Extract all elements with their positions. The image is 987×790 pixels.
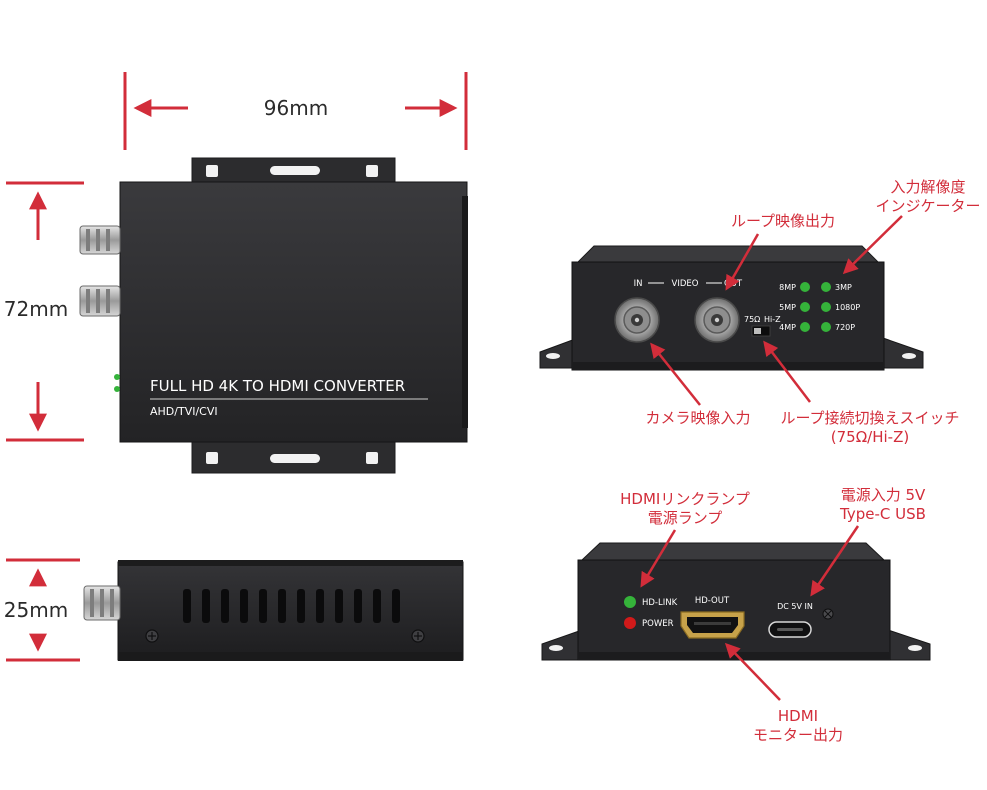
video-in-label: IN — [634, 279, 643, 289]
callout-hdmi-led: HDMIリンクランプ 電源ランプ — [620, 490, 750, 588]
led-4mp-icon — [800, 322, 810, 332]
callout-resolution-indicator: 入力解像度 インジケーター — [842, 178, 981, 275]
callout-hdmi-out-line2: モニター出力 — [753, 726, 843, 744]
bnc-out-port[interactable] — [694, 297, 740, 343]
callout-hdmi-out-line1: HDMI — [778, 707, 818, 725]
device-top-view: FULL HD 4K TO HDMI CONVERTER AHD/TVI/CVI — [79, 157, 468, 474]
ear-hole — [366, 165, 378, 177]
height-dimension: 25mm — [4, 558, 80, 662]
device-front-panel: IN VIDEO OUT 75Ω Hi-Z — [539, 245, 924, 371]
resolution-led-grid: 8MP 3MP 5MP 1080P 4MP 720P — [779, 282, 860, 332]
dc-in-label: DC 5V IN — [777, 602, 813, 611]
power-label: POWER — [642, 619, 674, 629]
power-led-icon — [624, 617, 636, 629]
bnc-connector — [79, 225, 121, 255]
callout-resolution-line1: 入力解像度 — [890, 178, 965, 196]
led-label-8mp: 8MP — [779, 283, 796, 292]
hd-link-label: HD-LINK — [642, 598, 678, 608]
callout-loop-switch-line2: (75Ω/Hi-Z) — [831, 428, 909, 446]
bnc-in-port[interactable] — [614, 297, 660, 343]
callout-power-in-line1: 電源入力 5V — [841, 486, 926, 504]
callout-loop-out-label: ループ映像出力 — [731, 212, 835, 230]
led-indicator — [114, 386, 120, 392]
ear-hole — [206, 165, 218, 177]
callout-camera-in-label: カメラ映像入力 — [645, 409, 750, 427]
width-dimension: 96mm — [123, 72, 468, 150]
bnc-connector — [83, 585, 121, 621]
device-format-label: AHD/TVI/CVI — [150, 405, 218, 418]
led-1080p-icon — [821, 302, 831, 312]
led-720p-icon — [821, 322, 831, 332]
callout-hdmi-led-line2: 電源ランプ — [648, 509, 723, 527]
device-model-label: FULL HD 4K TO HDMI CONVERTER — [150, 377, 405, 395]
led-5mp-icon — [800, 302, 810, 312]
impedance-hiz-label: Hi-Z — [764, 315, 781, 324]
callout-power-in: 電源入力 5V Type-C USB — [810, 486, 926, 597]
led-row: 5MP 1080P — [779, 302, 860, 312]
callout-loop-switch: ループ接続切換えスイッチ (75Ω/Hi-Z) — [763, 340, 960, 446]
ear-slot — [270, 454, 320, 463]
led-3mp-icon — [821, 282, 831, 292]
led-label-720p: 720P — [835, 323, 855, 332]
hd-link-led-icon — [624, 596, 636, 608]
device-rear-panel: HD-LINK POWER HD-OUT DC 5V IN — [541, 542, 931, 661]
height-label: 25mm — [4, 598, 68, 622]
video-label: VIDEO — [672, 279, 699, 289]
led-8mp-icon — [800, 282, 810, 292]
callout-power-in-line2: Type-C USB — [839, 505, 926, 523]
impedance-switch[interactable] — [751, 325, 771, 337]
ear-hole — [206, 452, 218, 464]
callout-loop-switch-line1: ループ接続切換えスイッチ — [780, 409, 959, 427]
led-label-5mp: 5MP — [779, 303, 796, 312]
callout-loop-out: ループ映像出力 — [725, 212, 835, 291]
bnc-connector — [79, 285, 121, 317]
depth-label: 72mm — [4, 297, 68, 321]
device-side-view — [83, 560, 464, 661]
led-row: 8MP 3MP — [779, 282, 852, 292]
led-indicator — [114, 374, 120, 380]
led-label-3mp: 3MP — [835, 283, 852, 292]
callout-resolution-line2: インジケーター — [875, 197, 980, 215]
callout-hdmi-out: HDMI モニター出力 — [724, 642, 843, 744]
hd-out-label: HD-OUT — [695, 596, 730, 606]
ear-slot — [270, 166, 320, 175]
hdmi-out-port[interactable] — [680, 611, 745, 639]
ear-hole — [366, 452, 378, 464]
callout-hdmi-led-line1: HDMIリンクランプ — [620, 490, 750, 508]
callout-camera-in: カメラ映像入力 — [645, 342, 751, 427]
led-label-1080p: 1080P — [835, 303, 860, 312]
depth-dimension: 72mm — [4, 181, 84, 442]
impedance-75-label: 75Ω — [744, 315, 760, 324]
led-row: 4MP 720P — [779, 322, 855, 332]
led-label-4mp: 4MP — [779, 323, 796, 332]
usb-c-power-port[interactable] — [768, 621, 812, 638]
vent-slots — [183, 589, 400, 623]
width-label: 96mm — [264, 96, 328, 120]
